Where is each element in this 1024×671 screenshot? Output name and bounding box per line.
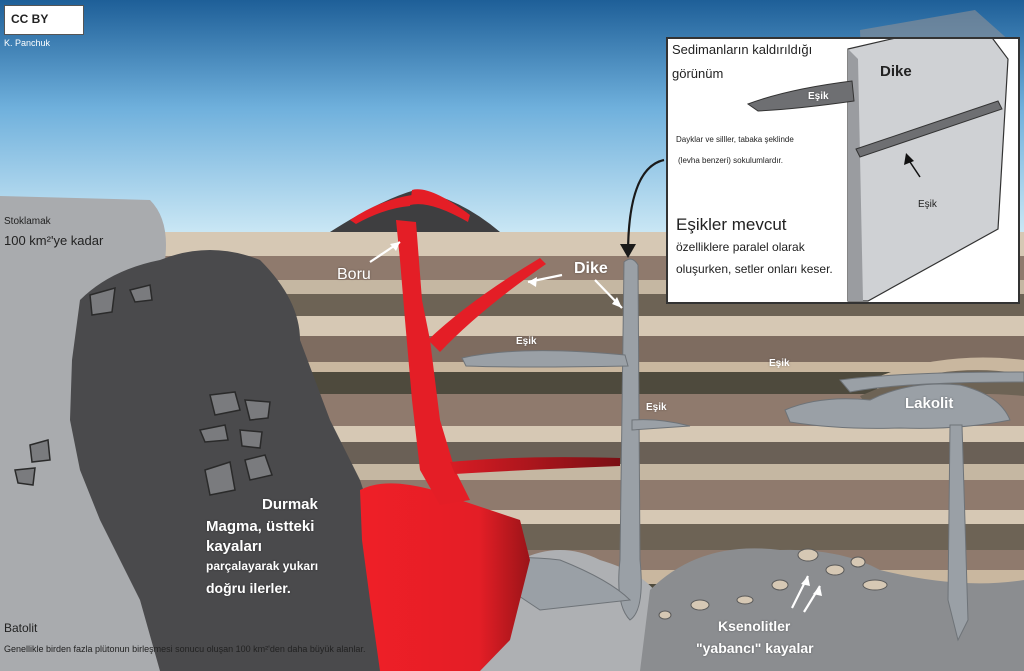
- inset-sill-label-top: Eşik: [808, 91, 829, 102]
- label-sill-1: Eşik: [516, 336, 537, 347]
- inset-dike-label: Dike: [880, 63, 912, 80]
- magma-dike-branch: [428, 258, 546, 352]
- inset-sills-desc-2: oluşurken, setler onları keser.: [676, 262, 833, 276]
- inset-sills-desc-1: özelliklere paralel olarak: [676, 240, 805, 254]
- inset-pointer-arrow: [626, 158, 665, 256]
- magma-sill-branch: [450, 457, 620, 474]
- label-dike: Dike: [574, 260, 608, 277]
- batholith-dark: [70, 250, 410, 671]
- inset-block-diagram: [746, 39, 1009, 302]
- magma-conduit: [396, 220, 470, 505]
- inset-sills-heading: Eşikler mevcut: [676, 215, 787, 234]
- inset-note-2: (levha benzeri) sokulumlardır.: [678, 156, 783, 165]
- label-foreign-rocks: "yabancı" kayalar: [696, 640, 814, 656]
- magma-chamber: [360, 483, 530, 671]
- label-laccolith: Lakolit: [905, 395, 954, 412]
- cc-badge-text: CC BY: [11, 12, 49, 26]
- label-sill-2: Eşik: [646, 402, 667, 413]
- label-stoping-desc-3: parçalayarak yukarı: [206, 559, 319, 573]
- label-stoping-desc-4: doğru ilerler.: [206, 580, 291, 596]
- inset-note-1: Dayklar ve silller, tabaka şeklinde: [676, 135, 794, 144]
- cc-license-badge: CC BY: [4, 5, 84, 35]
- label-sill-3: Eşik: [769, 358, 790, 369]
- label-stoping-desc-1: Magma, üstteki: [206, 518, 315, 535]
- label-batholith: Batolit: [4, 621, 38, 635]
- inset-title-1: Sedimanların kaldırıldığı: [672, 42, 813, 57]
- volcano-cone: [330, 190, 500, 232]
- label-conduit: Boru: [337, 266, 371, 283]
- batholith-light: [0, 196, 240, 671]
- inset-title-2: görünüm: [672, 66, 724, 81]
- label-stoping-size: 100 km²'ye kadar: [4, 233, 104, 248]
- author-credit: K. Panchuk: [4, 38, 51, 48]
- magma-system: [350, 189, 620, 671]
- xenolith-blocks: [658, 548, 888, 620]
- label-stoping-desc-2: kayaları: [206, 538, 262, 555]
- label-stoping: Stoklamak: [4, 216, 51, 227]
- stoped-blocks: [14, 284, 273, 496]
- label-xenoliths: Ksenolitler: [718, 618, 791, 634]
- inset-panel: Sedimanların kaldırıldığı görünüm Dike E…: [666, 37, 1020, 304]
- xenolith-pluton: [640, 548, 1024, 671]
- dike-sill-system: [461, 258, 1024, 642]
- inset-sill-label-bottom: Eşik: [918, 199, 937, 210]
- label-batholith-desc: Genellikle birden fazla plütonun birleşm…: [4, 644, 366, 654]
- label-stoping-title: Durmak: [262, 496, 318, 513]
